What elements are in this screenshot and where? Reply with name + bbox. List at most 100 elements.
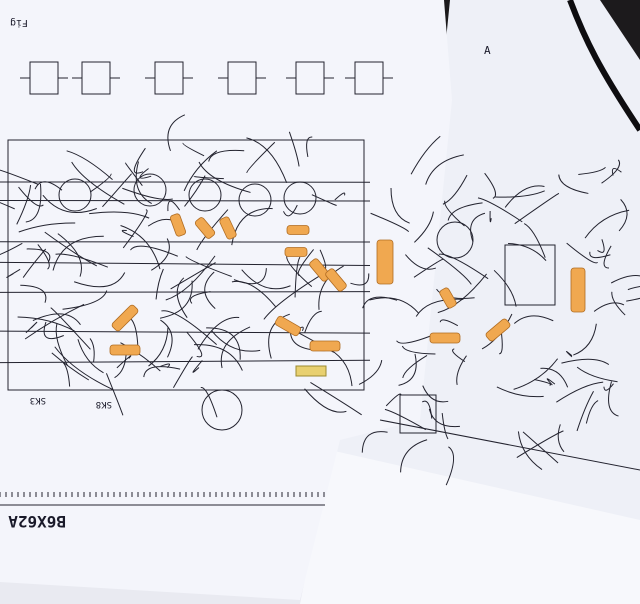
wire xyxy=(44,231,98,267)
wire xyxy=(422,385,449,403)
wire xyxy=(50,307,91,350)
wire xyxy=(183,150,218,192)
wire xyxy=(456,355,467,385)
wire xyxy=(193,175,224,180)
wire xyxy=(211,330,261,352)
wire xyxy=(516,430,564,458)
wire xyxy=(159,280,193,319)
wire xyxy=(55,323,68,366)
highlighted-capacitor xyxy=(109,344,141,356)
wire xyxy=(155,268,164,300)
wire xyxy=(18,222,76,233)
wire xyxy=(197,316,240,350)
wire xyxy=(318,265,344,310)
wire xyxy=(585,400,599,424)
wire xyxy=(584,209,630,239)
wire xyxy=(513,315,554,324)
wire xyxy=(504,185,545,208)
wire xyxy=(26,248,51,263)
wire xyxy=(415,298,464,317)
wire xyxy=(603,383,614,391)
wire xyxy=(350,273,370,286)
small-label-sk8: SK8 xyxy=(96,399,112,409)
wire xyxy=(51,352,90,381)
wire xyxy=(445,446,455,486)
wire xyxy=(17,316,75,332)
wire xyxy=(160,319,173,358)
wire xyxy=(130,245,178,257)
wire xyxy=(231,280,276,307)
wire xyxy=(618,199,628,232)
wire xyxy=(135,161,152,205)
wire xyxy=(151,238,170,271)
wire xyxy=(425,154,464,185)
wire xyxy=(161,310,217,345)
wire xyxy=(246,141,276,174)
wire xyxy=(601,159,621,184)
wire xyxy=(493,269,517,307)
wire xyxy=(206,327,241,360)
wire xyxy=(186,331,203,358)
small-label-sk3: SK3 xyxy=(30,395,46,405)
highlighted-capacitor xyxy=(439,287,457,309)
wire xyxy=(402,354,428,379)
wire xyxy=(0,202,15,210)
wire xyxy=(611,291,626,316)
wire xyxy=(496,386,544,398)
wire xyxy=(0,242,23,255)
wire xyxy=(120,342,161,372)
tube-socket xyxy=(436,221,474,259)
wire xyxy=(6,268,21,278)
component-block xyxy=(399,394,437,434)
wire xyxy=(200,387,218,418)
wire xyxy=(139,168,152,179)
wire xyxy=(603,245,612,269)
schematic-sheet-right: A xyxy=(300,0,640,604)
wire xyxy=(167,200,181,212)
bus-line xyxy=(0,291,371,293)
wire xyxy=(77,339,104,374)
component-block xyxy=(504,244,556,306)
wire xyxy=(16,184,32,225)
wire xyxy=(576,390,594,432)
wire xyxy=(89,211,150,219)
highlighted-capacitor xyxy=(286,225,310,235)
tube-socket xyxy=(188,178,222,212)
wire xyxy=(73,272,126,288)
sheet-edge-line xyxy=(379,419,640,471)
wire xyxy=(304,310,322,334)
wire xyxy=(182,142,205,157)
wire xyxy=(546,378,556,386)
wire xyxy=(89,338,95,363)
wire xyxy=(20,284,47,303)
highlighted-capacitor xyxy=(309,258,331,282)
wire xyxy=(120,225,161,270)
wire xyxy=(122,187,173,200)
wire xyxy=(610,275,640,284)
wire xyxy=(204,271,216,309)
wire xyxy=(438,253,489,280)
wire xyxy=(495,190,545,198)
wire xyxy=(489,211,492,223)
wire xyxy=(557,424,565,453)
wire xyxy=(593,302,625,312)
wire xyxy=(444,200,465,227)
wire xyxy=(89,173,112,193)
wire xyxy=(62,362,71,387)
highlighted-capacitor xyxy=(485,318,511,342)
cable xyxy=(567,0,640,132)
schematic-sheet-left: Fig B6X62A SK3 SK8 xyxy=(0,0,452,600)
wire xyxy=(401,345,436,355)
wire xyxy=(71,161,125,205)
highlighted-capacitor xyxy=(429,332,461,344)
wire xyxy=(311,194,337,206)
wire xyxy=(176,277,188,318)
wire xyxy=(189,291,211,304)
wire xyxy=(62,290,108,310)
wire xyxy=(122,209,148,249)
wire xyxy=(597,239,605,253)
wire xyxy=(627,286,640,291)
wire xyxy=(233,268,267,285)
wire xyxy=(447,202,483,221)
wire xyxy=(37,244,50,270)
